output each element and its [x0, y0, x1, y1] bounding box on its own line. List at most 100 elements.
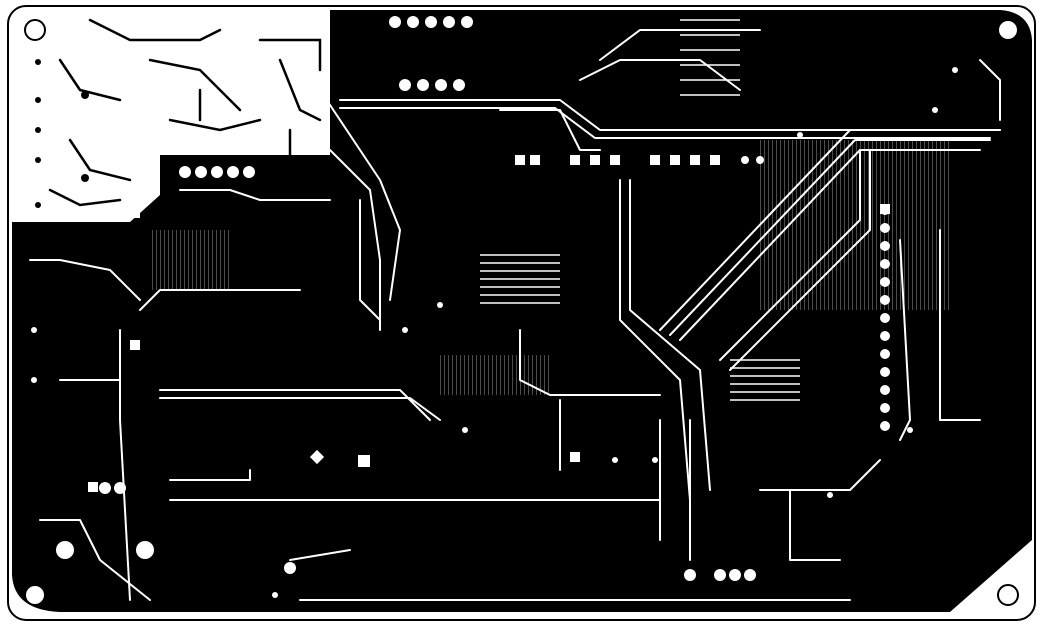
trace [278, 58, 322, 122]
light-area-traces [48, 18, 322, 207]
pad-icon [284, 562, 296, 574]
pad-icon [610, 155, 620, 165]
trace [339, 107, 991, 139]
pad-icon [670, 155, 680, 165]
via-icon [652, 457, 658, 463]
trace [169, 469, 251, 481]
pad-icon [88, 482, 98, 492]
via-icon [907, 427, 913, 433]
pad-icon [81, 174, 89, 182]
via-icon [952, 67, 958, 73]
trace [669, 139, 991, 336]
via-icon [797, 132, 803, 138]
pad-icon [590, 155, 600, 165]
connector-holes [35, 59, 89, 208]
trace [39, 519, 151, 601]
pad-icon [443, 16, 455, 28]
trace-group [29, 29, 1001, 601]
pad-icon [407, 16, 419, 28]
pad-icon [243, 166, 255, 178]
pad-icon [399, 79, 411, 91]
pad-icon [744, 569, 756, 581]
pad-icon [690, 155, 700, 165]
trace [258, 38, 322, 72]
bus-traces [480, 19, 800, 401]
pad-icon [729, 569, 741, 581]
pad-icon [99, 482, 111, 494]
trace [159, 397, 441, 421]
trace [939, 229, 981, 421]
pad-icon [35, 157, 41, 163]
pad-icon [515, 155, 525, 165]
mounting-hole-icon [997, 19, 1019, 41]
hatched-area-1 [440, 355, 550, 395]
pad-icon [880, 367, 890, 377]
pad-icon [714, 569, 726, 581]
via-icon [31, 377, 37, 383]
pad-icon [309, 449, 325, 465]
pad-icon [880, 403, 890, 413]
pad-icon [570, 155, 580, 165]
pad-group [56, 16, 890, 581]
pad-icon [880, 295, 890, 305]
pad-icon [880, 259, 890, 269]
pad-icon [211, 166, 223, 178]
trace [88, 18, 222, 42]
via-icon [437, 302, 443, 308]
trace [979, 59, 1001, 121]
pad-icon [114, 482, 126, 494]
trace [329, 149, 381, 331]
pad-icon [425, 16, 437, 28]
pad-icon [461, 16, 473, 28]
via-icon [402, 327, 408, 333]
via-icon [612, 457, 618, 463]
trace [58, 58, 122, 102]
trace [899, 239, 911, 441]
pad-icon [710, 155, 720, 165]
pad-icon [358, 455, 370, 467]
trace [719, 149, 861, 361]
trace [139, 289, 301, 311]
pad-icon [880, 241, 890, 251]
via-icon [31, 327, 37, 333]
pad-icon [880, 349, 890, 359]
pad-icon [35, 202, 41, 208]
mounting-holes [24, 19, 1019, 606]
pad-icon [81, 91, 89, 99]
trace [119, 329, 131, 601]
pad-icon [417, 79, 429, 91]
pad-icon [35, 97, 41, 103]
via-icon [272, 592, 278, 598]
pad-icon [530, 155, 540, 165]
pad-icon [880, 385, 890, 395]
trace [159, 389, 431, 421]
trace [29, 259, 141, 301]
trace [729, 149, 871, 371]
trace [519, 329, 661, 396]
pad-icon [880, 313, 890, 323]
via-icon [932, 107, 938, 113]
pad-icon [35, 59, 41, 65]
pad-icon [389, 16, 401, 28]
trace [289, 549, 351, 561]
pad-icon [880, 277, 890, 287]
hatched-area-3 [150, 230, 230, 290]
via-icon [462, 427, 468, 433]
pad-icon [35, 127, 41, 133]
pad-icon [650, 155, 660, 165]
mounting-hole-icon [24, 19, 46, 41]
mounting-hole-icon [997, 584, 1019, 606]
trace [629, 179, 711, 491]
trace [499, 109, 601, 151]
pad-icon [570, 452, 580, 462]
pad-icon [880, 331, 890, 341]
mounting-hole-icon [24, 584, 46, 606]
trace [619, 179, 691, 501]
pad-icon [453, 79, 465, 91]
pad-icon [179, 166, 191, 178]
pad-icon [227, 166, 239, 178]
trace [659, 129, 1001, 331]
trace [68, 138, 132, 182]
